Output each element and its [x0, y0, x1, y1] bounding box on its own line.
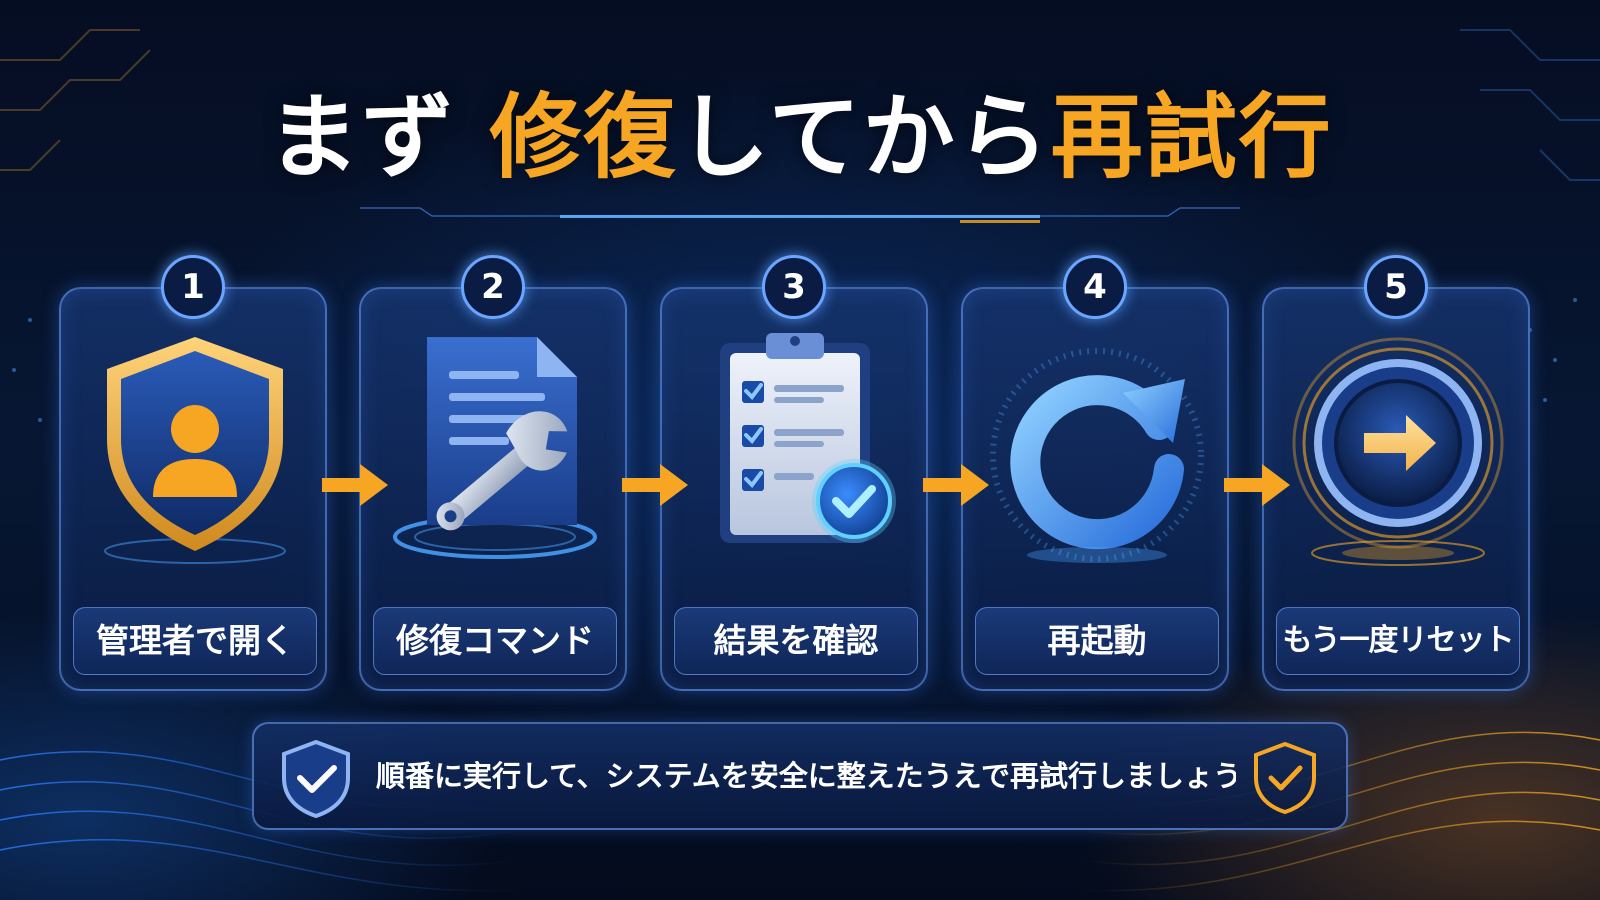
step-number-badge: 1 [161, 255, 225, 319]
title-underline-decoration [360, 207, 1240, 223]
footer-message-box: 順番に実行して、システムを安全に整えたうえで再試行しましょう [252, 722, 1348, 830]
step-card-3: 3 結果を確認 [660, 255, 928, 691]
step-label: 結果を確認 [674, 607, 918, 675]
arrow-right-icon [1224, 464, 1290, 506]
step-card-2: 2 修復コマンド [359, 255, 627, 691]
title-part-4: 再試行 [1050, 84, 1333, 191]
step-number-badge: 2 [461, 255, 525, 319]
arrow-right-icon [322, 464, 388, 506]
arrow-right-icon [622, 464, 688, 506]
shield-check-icon [1254, 741, 1316, 815]
step-number-badge: 3 [762, 255, 826, 319]
shield-check-icon [282, 739, 350, 818]
step-card-1: 1 管理者で開く [59, 255, 327, 691]
checklist-clipboard-icon [720, 333, 896, 543]
step-label: 再起動 [975, 607, 1219, 675]
step-label: 修復コマンド [373, 607, 617, 675]
step-label: 管理者で開く [73, 607, 317, 675]
title-part-1: まず [267, 84, 456, 191]
reset-arrow-button-icon [1292, 337, 1504, 566]
step-card-4: 4 再起動 [961, 255, 1229, 691]
page-title: まず 修復してから再試行 [0, 78, 1600, 198]
restart-arrow-icon [990, 348, 1204, 563]
title-part-3: してから [677, 84, 1051, 191]
step-label: もう一度リセット [1276, 607, 1520, 675]
arrow-right-icon [923, 464, 989, 506]
footer-text: 順番に実行して、システムを安全に整えたうえで再試行しましょう [376, 759, 1236, 793]
step-number-badge: 5 [1364, 255, 1428, 319]
title-part-2: 修復 [489, 84, 678, 191]
step-number-badge: 4 [1063, 255, 1127, 319]
document-wrench-icon [393, 337, 597, 559]
step-card-5: 5 もう一度リセット [1262, 255, 1530, 691]
admin-shield-icon [104, 337, 286, 564]
